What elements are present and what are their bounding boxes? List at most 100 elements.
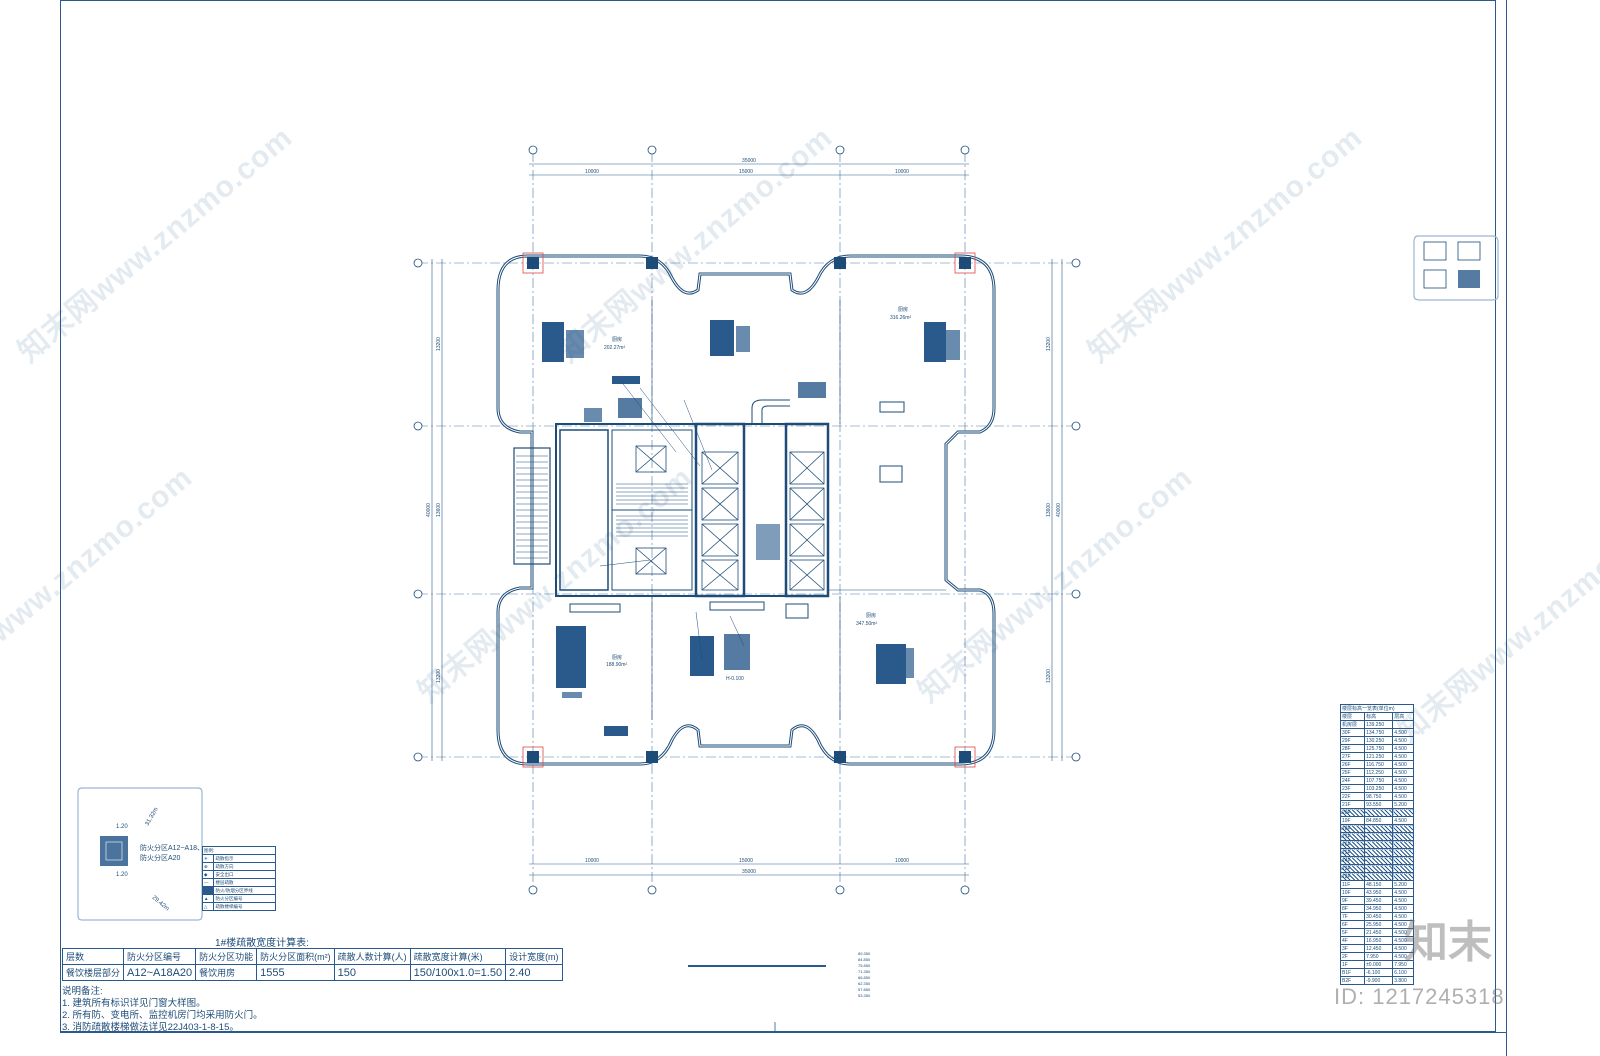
right-dim-seg-3: 13200 bbox=[1046, 669, 1052, 683]
fill-header: 防火分区编号 bbox=[123, 948, 197, 965]
area-name-sw: 厨房 bbox=[612, 654, 622, 661]
elev-cell: 3.800 bbox=[1392, 976, 1414, 985]
elev-cell: 4.500 bbox=[1392, 776, 1414, 785]
elev-cell: 4.500 bbox=[1392, 896, 1414, 905]
elev-header: 标高 bbox=[1364, 712, 1394, 721]
elev-cell bbox=[1392, 840, 1414, 849]
elev-cell bbox=[1364, 856, 1394, 865]
elev-cell: 4F bbox=[1339, 936, 1366, 945]
elev-cell: -9.900 bbox=[1364, 976, 1394, 985]
elev-row: 15F bbox=[1339, 848, 1414, 857]
area-value-sw: 188.90m² bbox=[606, 662, 627, 668]
side-level-8: 53.350 bbox=[858, 993, 871, 998]
elev-cell: 2F bbox=[1339, 952, 1366, 961]
area-name-nw: 厨房 bbox=[612, 336, 622, 343]
brand-watermark: 知末 bbox=[1404, 918, 1492, 967]
elev-cell: 34.950 bbox=[1364, 904, 1394, 913]
elev-cell: 19F bbox=[1339, 816, 1366, 825]
elev-cell: 39.450 bbox=[1364, 896, 1394, 905]
bottom-dim-seg-3: 10000 bbox=[895, 858, 909, 864]
elev-cell: 93.550 bbox=[1364, 800, 1394, 809]
fill-cell: A12~A18A20 bbox=[123, 964, 197, 981]
sheet-outer-line bbox=[1506, 0, 1507, 1056]
fill-cell: 2.40 bbox=[505, 964, 563, 981]
elev-header: 层高 bbox=[1392, 712, 1414, 721]
keyplan-dim-1: 31.32m bbox=[145, 807, 160, 827]
elevator-shafts bbox=[635, 445, 825, 591]
legend-item: 安全出口 bbox=[213, 870, 276, 879]
building-core bbox=[555, 422, 830, 598]
keyplan: 31.32m 29.42m 1.20 1.20 防火分区A12~A18、 防火分… bbox=[77, 787, 204, 921]
top-dim-total: 35000 bbox=[742, 158, 756, 164]
elev-cell: 24F bbox=[1339, 776, 1366, 785]
elev-cell: 4.500 bbox=[1392, 768, 1414, 777]
area-value-se: 347.50m² bbox=[856, 621, 877, 627]
elev-cell: 12.450 bbox=[1364, 944, 1394, 953]
left-dim-total: 40000 bbox=[426, 503, 432, 517]
elev-row: 18F bbox=[1339, 824, 1414, 833]
keyplan-dim-2: 29.42m bbox=[151, 895, 170, 912]
right-dim-total: 40000 bbox=[1056, 503, 1062, 517]
elev-cell: 11F bbox=[1339, 880, 1366, 889]
area-name-se: 厨房 bbox=[866, 612, 876, 619]
elev-row: 20F bbox=[1339, 808, 1414, 817]
area-value-ne: 316.26m² bbox=[890, 315, 911, 321]
fill-header: 设计宽度(m) bbox=[505, 948, 563, 965]
keyplan-label-2: 1.20 bbox=[116, 872, 128, 878]
elev-cell: 30.450 bbox=[1364, 912, 1394, 921]
elev-cell: 5.200 bbox=[1392, 880, 1414, 889]
note-2: 2. 所有防、变电所、监控机房门均采用防火门。 bbox=[62, 1010, 263, 1021]
note-title: 说明备注: bbox=[62, 986, 103, 997]
elev-cell bbox=[1392, 720, 1414, 729]
bottom-dim-total: 35000 bbox=[742, 869, 756, 875]
left-dim-seg-1: 13200 bbox=[436, 337, 442, 351]
elev-cell: 25.950 bbox=[1364, 920, 1394, 929]
side-level-4: 71.350 bbox=[858, 969, 871, 974]
side-level-5: 66.850 bbox=[858, 975, 871, 980]
elev-cell: 18F bbox=[1339, 824, 1366, 833]
fill-header: 疏散宽度计算(米) bbox=[409, 948, 507, 965]
elevation-mark: H-0.100 bbox=[726, 676, 744, 682]
elev-cell bbox=[1364, 808, 1394, 817]
top-dim-seg-1: 10000 bbox=[585, 169, 599, 175]
elev-cell: 84.850 bbox=[1364, 816, 1394, 825]
elev-cell bbox=[1364, 872, 1394, 881]
fill-cell: 餐饮楼层部分 bbox=[61, 964, 125, 981]
fill-cell: 150/100x1.0=1.50 bbox=[409, 964, 507, 981]
elev-cell: 5.200 bbox=[1392, 800, 1414, 809]
elev-row: 12F bbox=[1339, 872, 1414, 881]
bottom-dim-seg-1: 10000 bbox=[585, 858, 599, 864]
side-level-6: 62.350 bbox=[858, 981, 871, 986]
left-dim-seg-2: 13600 bbox=[436, 503, 442, 517]
elev-cell: B1F bbox=[1339, 968, 1366, 977]
right-dim-seg-2: 13600 bbox=[1046, 503, 1052, 517]
elev-cell: 4.500 bbox=[1392, 792, 1414, 801]
elev-cell: 107.750 bbox=[1364, 776, 1394, 785]
area-name-ne: 厨房 bbox=[898, 306, 908, 313]
legend-item: 疏散方向 bbox=[213, 862, 276, 871]
elev-cell: 16.950 bbox=[1364, 936, 1394, 945]
note-3: 3. 消防疏散楼梯做法详见22J403-1-8-15。 bbox=[62, 1022, 239, 1033]
elev-cell: 29F bbox=[1339, 736, 1366, 745]
mini-keyplan bbox=[1413, 235, 1499, 301]
elev-cell: 112.250 bbox=[1364, 768, 1394, 777]
drawing-sheet-border bbox=[60, 0, 1496, 1032]
side-level-2: 84.850 bbox=[858, 957, 871, 962]
elev-cell: 4.500 bbox=[1392, 784, 1414, 793]
legend-item: 防火/防烟分区界线 bbox=[213, 886, 276, 895]
elev-table-title: 楼层标高一览表(单位m) bbox=[1340, 704, 1414, 713]
